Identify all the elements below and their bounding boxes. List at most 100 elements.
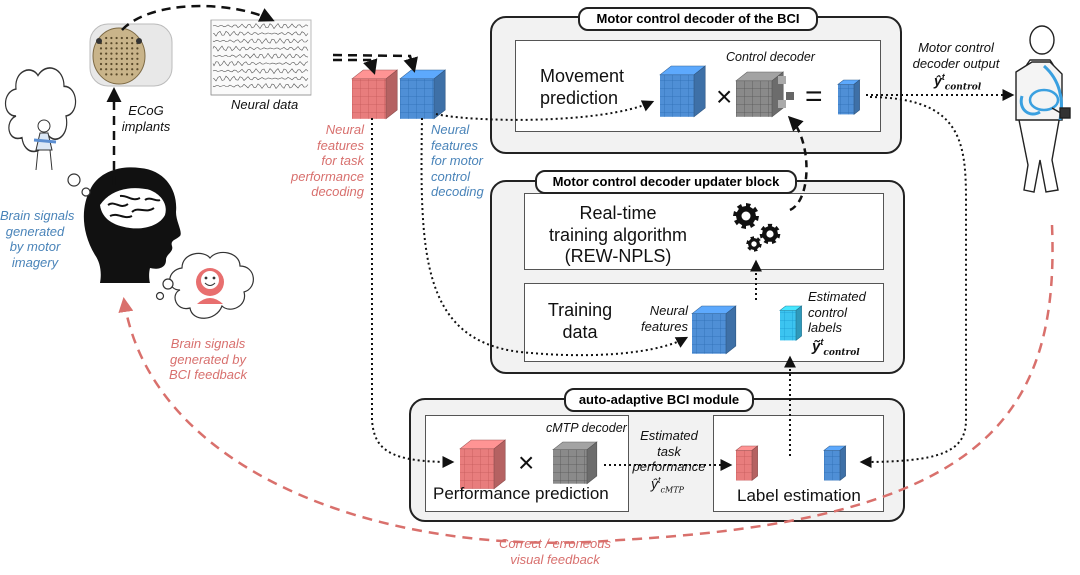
y-cmtp-sup: t [658, 475, 661, 485]
electrode-dot [115, 68, 118, 71]
thought-cloud-icon [4, 67, 91, 197]
neural-features-motor-label: Neural features for motor control decodi… [431, 122, 484, 200]
signal-trace [212, 52, 309, 60]
y-tilde-symbol: ỹtcontrol [812, 337, 860, 359]
signal-trace [212, 37, 309, 45]
ecog-implant-icon [89, 23, 173, 87]
red-feature-cube [351, 69, 399, 120]
electrode-dot [136, 68, 139, 71]
exoskeleton-icon [1015, 25, 1071, 193]
ecog-implants-label: ECoG implants [121, 103, 171, 134]
decoder-fragment [778, 76, 786, 84]
electrode-dot [99, 62, 103, 66]
training-data-label: Training data [547, 300, 613, 342]
gear-icon [733, 203, 759, 229]
decoder-fragment [786, 92, 794, 100]
face-icon [196, 268, 224, 304]
electrode-dot [110, 52, 113, 55]
electrode-dot [125, 47, 129, 50]
estimated-task-performance-label: Estimated task performance [632, 428, 706, 475]
electrode-dot [105, 42, 108, 45]
label-red-cube [735, 445, 759, 482]
y-tilde-sub: control [823, 348, 860, 358]
decoder-output-label: Motor control decoder output [912, 40, 1000, 71]
y-cmtp-symbol: ŷtcMTP [651, 475, 684, 495]
y-control-glyph: ŷ [934, 72, 942, 89]
motor-decoder-title: Motor control decoder of the BCI [578, 7, 818, 31]
electrode-dot [105, 73, 108, 76]
electrode-dot [120, 57, 123, 60]
electrode-dot [131, 52, 134, 55]
electrode-dot [99, 47, 103, 50]
electrode-dot [105, 52, 108, 55]
signal-trace [212, 23, 309, 30]
electrode-dot [105, 68, 108, 71]
signal-trace [212, 75, 309, 82]
feedback-label: Correct / erroneous visual feedback [499, 536, 611, 567]
performance-input-cube [459, 439, 507, 490]
electrode-dot [125, 73, 129, 76]
electrode-dot [99, 68, 103, 71]
gear-icon [746, 236, 762, 252]
electrode-dot [110, 73, 113, 76]
electrode-dot [99, 57, 103, 60]
electrode-dot [136, 52, 139, 55]
electrode-dot [110, 47, 113, 50]
performance-prediction-label: Performance prediction [433, 484, 609, 503]
electrode-dot [115, 57, 118, 60]
electrode-dot [115, 52, 118, 55]
electrode-dot [115, 47, 118, 50]
electrode-dot [105, 47, 108, 50]
gear-icon [759, 223, 781, 245]
y-tilde-glyph: ỹ [812, 338, 821, 355]
electrode-dot [110, 57, 113, 60]
updater-title: Motor control decoder updater block [535, 170, 797, 194]
signal-trace [212, 45, 309, 52]
brain-signals-feedback-label: Brain signals generated by BCI feedback [168, 336, 248, 383]
algorithm-box [524, 193, 884, 270]
training-neural-cube [691, 305, 737, 355]
signal-trace [212, 82, 309, 90]
y-control-output-symbol: ŷtcontrol [934, 72, 981, 93]
electrode-dot [131, 42, 134, 45]
y-cmtp-sub: cMTP [660, 485, 684, 495]
movement-prediction-label: Movement prediction [540, 66, 625, 108]
neural-features-label: Neural features [641, 303, 688, 334]
electrode-dot [131, 57, 134, 60]
electrode-dot [120, 52, 123, 55]
child-figure-icon [33, 119, 57, 171]
brain-signals-motor-label: Brain signals generated by motor imagery [0, 208, 75, 270]
electrode-dot [115, 73, 118, 76]
movement-input-cube [659, 65, 707, 118]
electrode-dot [131, 68, 134, 71]
auto-adaptive-title: auto-adaptive BCI module [564, 388, 754, 412]
electrode-dot [120, 36, 123, 40]
times-symbol-2: × [518, 447, 534, 478]
label-blue-cube [823, 445, 847, 482]
electrode-dot [110, 62, 113, 66]
electrode-dot [115, 42, 118, 45]
electrode-dot [120, 47, 123, 50]
y-tilde-sup: t [820, 337, 824, 347]
control-decoder-cube [735, 71, 785, 118]
neural-features-task-label: Neural features for task performance dec… [291, 122, 364, 200]
cmtp-decoder-cube [552, 441, 598, 485]
label-estimation-label: Label estimation [737, 486, 861, 505]
electrode-dot [120, 42, 123, 45]
signal-trace [212, 60, 309, 67]
electrode-dot [125, 36, 129, 40]
electrode-dot [125, 57, 129, 60]
electrode-dot [105, 36, 108, 40]
gears-icon [733, 203, 781, 252]
electrode-dot [136, 62, 139, 66]
electrode-dot [105, 62, 108, 66]
brain-head-icon [83, 167, 181, 283]
y-cmtp-glyph: ŷ [651, 475, 658, 492]
training-algorithm-label: Real-time training algorithm (REW-NPLS) [548, 203, 688, 267]
movement-output-cube [837, 79, 861, 116]
cmtp-decoder-label: cMTP decoder [546, 421, 627, 435]
electrode-dot [125, 42, 129, 45]
electrode-dot [131, 62, 134, 66]
